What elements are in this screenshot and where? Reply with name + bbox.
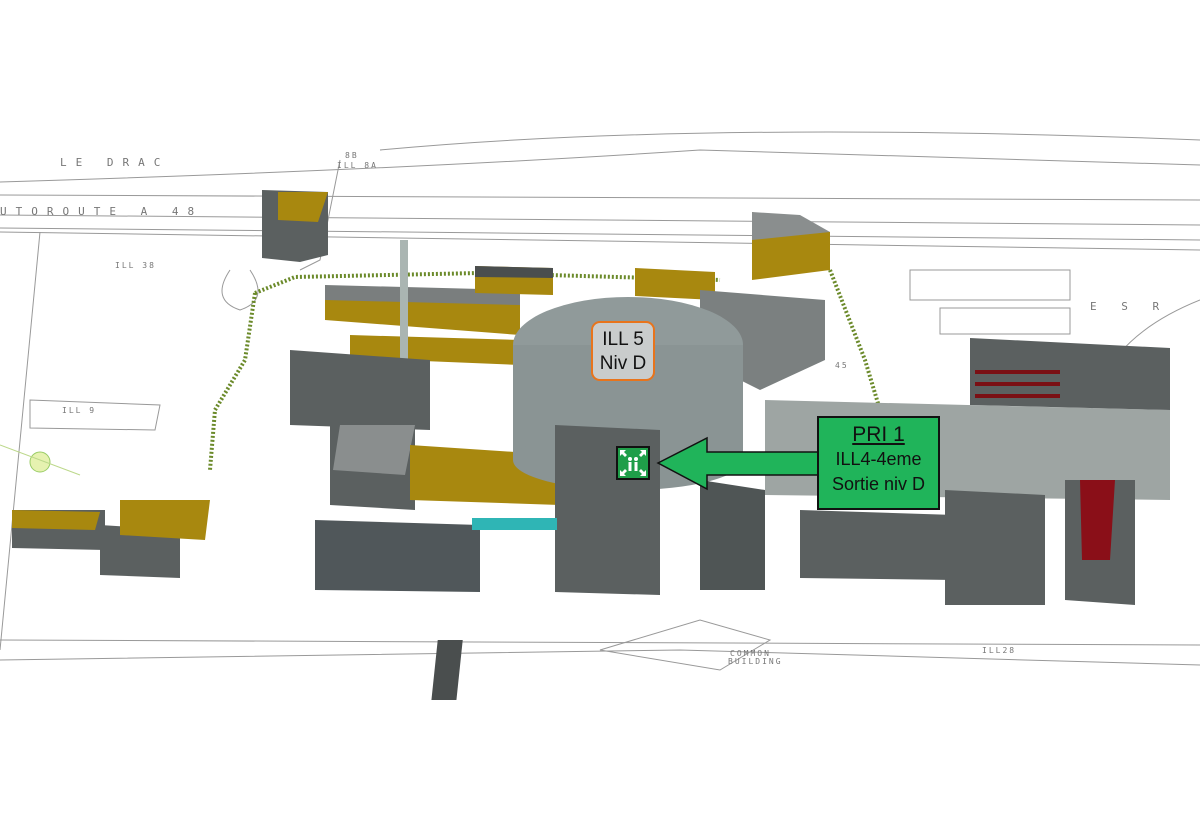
helipad-icon	[29, 451, 51, 473]
label-common-2: BUILDING	[728, 657, 783, 666]
callout-pri1: PRI 1 ILL4-4eme Sortie niv D	[817, 416, 940, 510]
label-ill28: ILL28	[982, 646, 1016, 655]
label-ill38: ILL 38	[115, 261, 156, 270]
callout-pri1-line1: ILL4-4eme	[835, 449, 922, 469]
chimney	[400, 240, 408, 360]
label-ill9: ILL 9	[62, 406, 96, 415]
callout-ill5-line1: ILL 5	[602, 329, 644, 350]
callout-ill5: ILL 5 Niv D	[591, 321, 655, 381]
label-le-drac: LE DRAC	[60, 156, 169, 169]
callout-pri1-line2: Sortie niv D	[831, 474, 926, 494]
callout-pri1-title: PRI 1	[852, 423, 905, 446]
wind-direction-line	[0, 444, 81, 476]
label-45: 45	[835, 361, 849, 370]
road-lines	[0, 131, 1200, 671]
label-highway: UTOROUTE A 48	[0, 205, 203, 218]
label-common-1: COMMON	[730, 649, 771, 658]
label-esrf: E S R	[1090, 300, 1168, 313]
callout-ill5-line2: Niv D	[599, 353, 647, 374]
label-8b: 8B	[345, 151, 359, 160]
label-ill8a: ILL 8A	[337, 161, 378, 170]
buildings	[12, 190, 1170, 700]
fence	[208, 269, 882, 471]
assembly-point-icon	[616, 446, 650, 480]
